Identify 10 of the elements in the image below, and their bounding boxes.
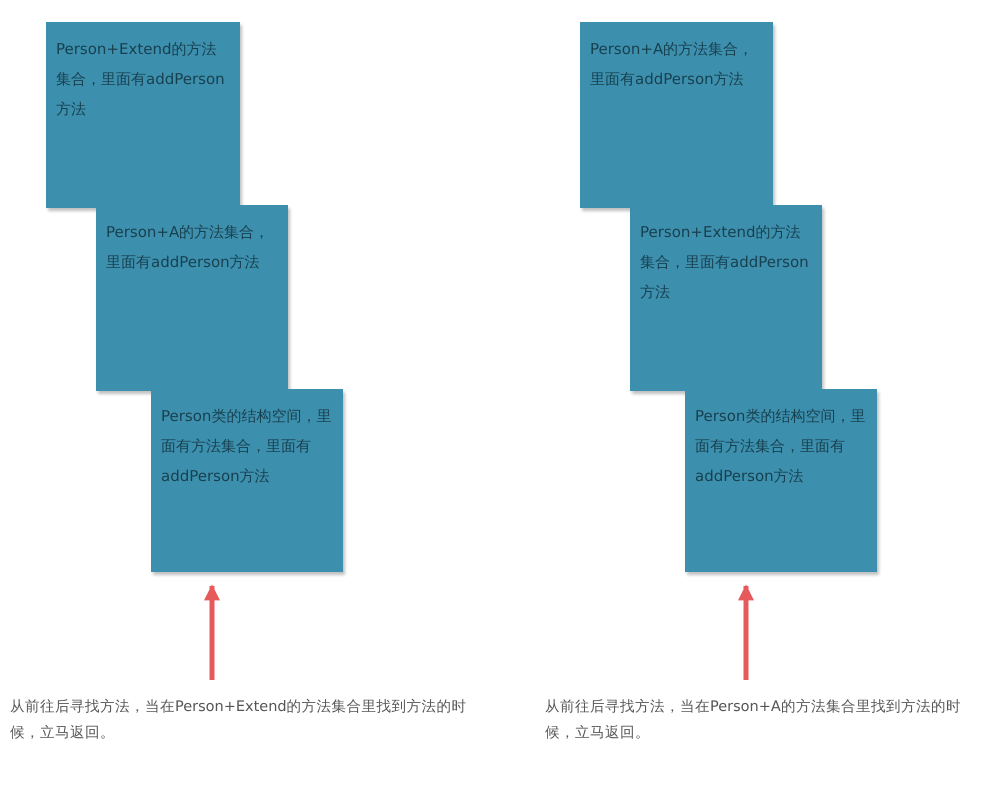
caption-text: 从前往后寻找方法，当在Person+A的方法集合里找到方法的时候，立马返回。 — [545, 694, 985, 746]
method-box: Person+A的方法集合，里面有addPerson方法 — [580, 22, 773, 208]
arrow — [204, 584, 220, 680]
method-box: Person+Extend的方法集合，里面有addPerson方法 — [46, 22, 240, 208]
method-box: Person类的结构空间，里面有方法集合，里面有addPerson方法 — [685, 389, 877, 572]
caption-text: 从前往后寻找方法，当在Person+Extend的方法集合里找到方法的时候，立马返回。 — [10, 694, 480, 746]
method-box: Person类的结构空间，里面有方法集合，里面有addPerson方法 — [151, 389, 343, 572]
method-box: Person+A的方法集合，里面有addPerson方法 — [96, 205, 288, 391]
arrow — [738, 584, 754, 680]
method-box: Person+Extend的方法集合，里面有addPerson方法 — [630, 205, 822, 391]
